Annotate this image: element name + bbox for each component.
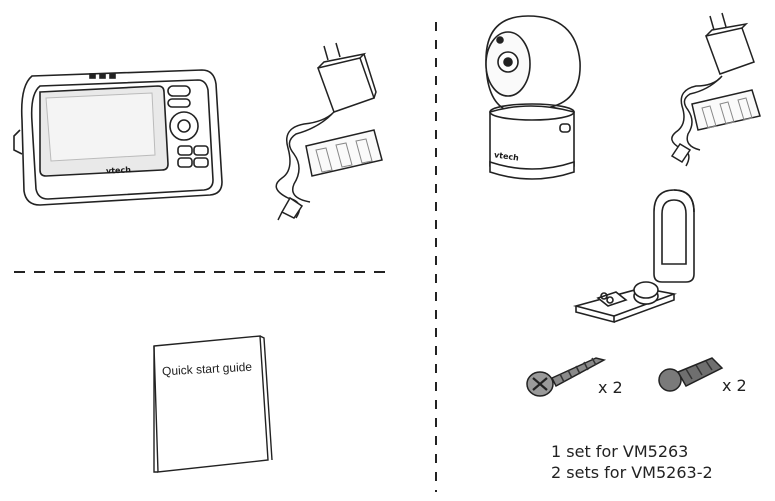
parent-unit-brand-label: vtech	[105, 165, 132, 176]
set-note-double: 2 sets for VM5263-2	[551, 463, 713, 482]
screw	[526, 357, 607, 397]
wall-anchor	[658, 357, 724, 392]
quick-start-guide-booklet	[153, 335, 273, 473]
power-adapter-left	[275, 42, 383, 221]
baby-unit-camera	[485, 15, 581, 180]
wall-anchor-quantity: x 2	[722, 376, 747, 395]
set-note-single: 1 set for VM5263	[551, 442, 689, 461]
power-adapter-right	[670, 12, 761, 167]
wall-mount-bracket	[572, 189, 695, 324]
screw-quantity: x 2	[598, 378, 623, 397]
parent-unit-monitor	[13, 69, 223, 206]
